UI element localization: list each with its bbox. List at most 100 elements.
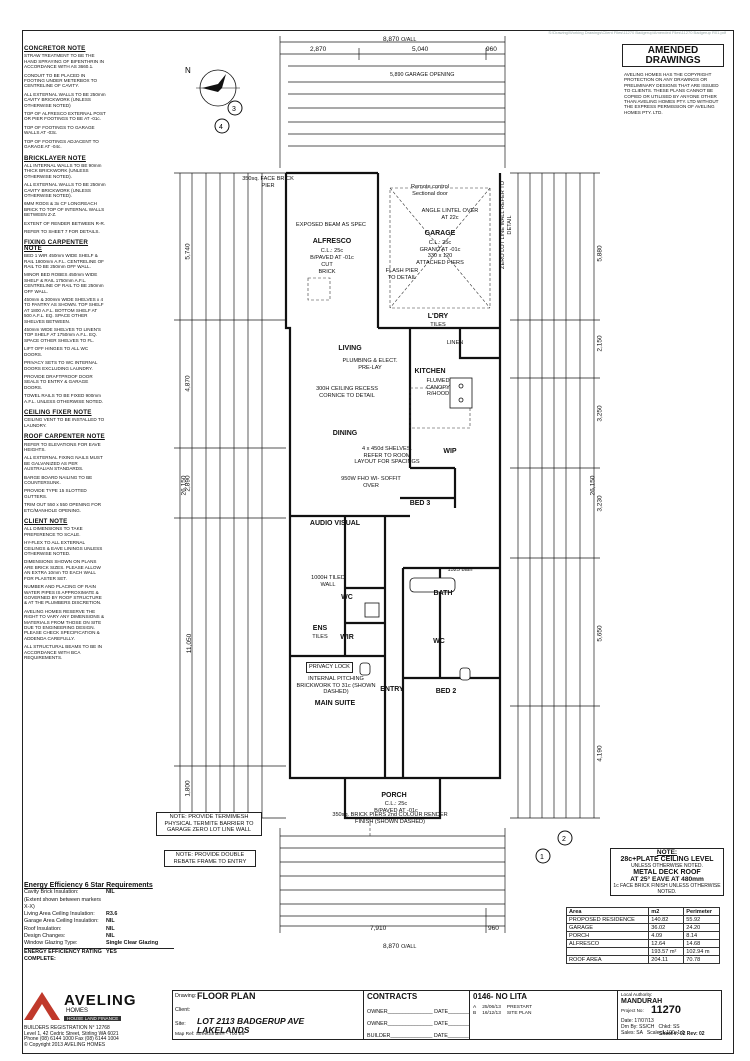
note-item: TRIM OUT 550 x 550 OPENING FOR ETC/MANHO… — [24, 502, 102, 513]
note-item: TOP OF ALFRESCO EXTERNAL POST OR PIER FO… — [24, 111, 106, 122]
note-item: AVELING HOMES RESERVE THE RIGHT TO VARY … — [24, 608, 105, 641]
tb-site-label: Site: — [175, 1021, 186, 1027]
note-tiled-wall: 1000H TILED WALL — [311, 575, 345, 588]
overall-depth-right: 26,150 — [589, 475, 597, 496]
logo-tagline: HOUSE LAND FINANCE — [64, 1016, 122, 1021]
room-entry: ENTRY — [380, 686, 404, 693]
tb-authority-label: Local Authority: — [621, 992, 653, 997]
room-garage: GARAGE — [424, 230, 456, 237]
dim-right-5: 5,650 — [596, 625, 604, 642]
ceiling-note-l4: AT 25° EAVE AT 480mm — [630, 876, 704, 883]
overall-width-top: 8,870 O/ALL — [383, 36, 417, 43]
note-item: CONDUIT TO BE PLACED IN FOOTING UNDER ME… — [24, 72, 98, 89]
svg-text:1: 1 — [540, 854, 544, 861]
note-item: 450mm & 300mm WIDE SHELVES x 4 TO PANTRY… — [24, 297, 104, 324]
tb-mapref: Map Ref: StreetSmart® - 700 E9 — [175, 1032, 245, 1037]
ceiling-note-l5: 1c FACE BRICK FINISH UNLESS OTHERWISE NO… — [613, 883, 721, 895]
note-heading: CEILING FIXER NOTE — [24, 408, 92, 416]
room-laundry-spec: TILES — [430, 322, 446, 328]
note-item: ALL INTERNAL WALLS TO BE 90mm THICK BRIC… — [24, 162, 102, 179]
room-laundry: L'DRY — [427, 313, 449, 320]
note-zero-lot: ZERO LOT LINE WALL REFER TO DETAIL — [500, 181, 513, 269]
file-path-watermark: S:\Drawing\Working Drawings\Client Files… — [548, 30, 726, 35]
room-wc-ensuite: WC — [341, 594, 353, 601]
note-heading: CLIENT NOTE — [24, 518, 68, 526]
tb-project-label: Project No: — [621, 1008, 644, 1013]
note-termite: NOTE: PROVIDE TERMIMESH PHYSICAL TERMITE… — [156, 812, 262, 836]
tb-site: LOT 2113 BADGERUP AVE LAKELANDS — [197, 1016, 305, 1035]
room-linen: LINEN — [446, 340, 464, 346]
tb-builder: BUILDER______________ DATE_______ — [367, 1033, 469, 1039]
note-privacy-lock: PRIVACY LOCK — [306, 662, 353, 673]
ceiling-note-l2: UNLESS OTHERWISE NOTED. — [631, 863, 703, 869]
note-item: PROVIDE DRAFTPROOF DOOR SEALS TO ENTRY &… — [24, 373, 93, 390]
room-audio-visual: AUDIO VISUAL — [309, 520, 361, 527]
note-item: ALL EXTERNAL WALLS TO BE 250mm CAVITY BR… — [24, 182, 106, 198]
room-main-suite: MAIN SUITE — [314, 700, 356, 707]
tb-project-number: 11270 — [651, 1004, 681, 1016]
note-heading: FIXING CARPENTER NOTE — [24, 239, 89, 252]
note-exposed-beam: EXPOSED BEAM AS SPEC — [296, 222, 366, 228]
room-garage-spec: C.L.: 25c GRANO AT -01c 330 x 120 ATTACH… — [416, 240, 464, 266]
north-arrow-icon — [196, 69, 240, 107]
ceiling-note-l1: 28c+PLATE CEILING LEVEL — [620, 856, 714, 863]
tb-contracts: CONTRACTS — [367, 992, 418, 1001]
dim-bottom-right: 960 — [488, 925, 499, 932]
tb-owner-2: OWNER_______________ DATE_______ — [367, 1021, 470, 1027]
svg-text:2: 2 — [562, 836, 566, 843]
room-wip: WIP — [443, 448, 457, 455]
title-block: Drawing: FLOOR PLAN Client: Site: LOT 21… — [172, 990, 722, 1040]
note-heading: BRICKLAYER NOTE — [24, 154, 86, 162]
dim-right-1: 5,880 — [596, 245, 604, 262]
note-shelves: 4 x 450d SHELVES. REFER TO ROOM LAYOUT F… — [354, 446, 420, 465]
note-remote-door: Remote control Sectional door — [411, 184, 449, 197]
note-item: ALL EXTERNAL WALLS TO BE 250mm CAVITY BR… — [24, 91, 106, 108]
note-item: ALL EXTERNAL FIXING NAILS MUST BE GALVAN… — [24, 455, 103, 472]
amended-drawings-stamp: AMENDED DRAWINGS — [622, 44, 724, 67]
tb-drawing-title: FLOOR PLAN — [197, 991, 256, 1001]
dim-left-3: 2,890 — [184, 475, 192, 492]
tb-sheet: Sheet #: 02 Rev: 02 — [659, 1031, 705, 1037]
note-item: DIMENSIONS SHOWN ON PLANS ARE BRICK SIZE… — [24, 559, 101, 581]
room-alfresco: ALFRESCO — [312, 238, 352, 245]
energy-rating-row: ENERGY EFFICIENCY RATING COMPLETE:YES — [24, 947, 174, 964]
section-marker-icon: 3 4 2 1 — [214, 100, 573, 864]
dim-top-3: 960 — [486, 46, 497, 53]
note-item: CEILING VENT TO BE INSTALLED TO LAUNDRY. — [24, 417, 105, 428]
note-cut-brick: CUT BRICK — [318, 262, 336, 275]
note-item: STRAW TREATMENT TO BE THE HAND SPRAYING … — [24, 53, 105, 70]
overall-width-bottom: 8,870 O/ALL — [383, 943, 417, 950]
dim-right-3: 3,250 — [596, 405, 604, 422]
room-ensuite: ENS — [312, 625, 328, 632]
note-heading: CONCRETOR NOTE — [24, 45, 86, 52]
room-bed3: BED 3 — [409, 500, 431, 507]
copyright-notice: AVELING HOMES HAS THE COPYRIGHT PROTECTI… — [624, 72, 719, 115]
tb-client-label: Client: — [175, 1007, 191, 1013]
energy-row: Design Changes:NIL — [24, 933, 115, 940]
svg-text:N: N — [185, 66, 191, 75]
dim-top-2: 5,040 — [412, 46, 429, 53]
tb-authority: MANDURAH — [621, 998, 663, 1005]
room-bath: BATH — [433, 590, 453, 597]
room-wc: WC — [433, 638, 445, 645]
room-dining: DINING — [332, 430, 358, 437]
ceiling-note-head: NOTE: — [656, 849, 678, 856]
logo-name: AVELING — [64, 992, 137, 1009]
dim-bottom-mid: 7,910 — [370, 925, 387, 932]
energy-row: Living Area Ceiling Insulation:R3.6 — [24, 911, 118, 918]
dim-right-6: 4,190 — [596, 745, 604, 762]
dim-left-2: 4,870 — [184, 375, 192, 392]
note-flash-pier: FLASH PIER TO DETAIL — [385, 268, 419, 281]
note-angle-lintel: ANGLE LINTEL OVER AT 22c — [421, 208, 479, 221]
note-item: MINOR BED ROBES 450mm WIDE SHELF & RAIL … — [24, 272, 104, 294]
svg-text:3: 3 — [232, 106, 236, 113]
note-item: REFER TO SHEET 7 FOR DETAILS. — [24, 228, 100, 234]
garage-opening-dim: 5,890 GARAGE OPENING — [390, 72, 455, 78]
dim-right-4: 3,230 — [596, 495, 604, 512]
